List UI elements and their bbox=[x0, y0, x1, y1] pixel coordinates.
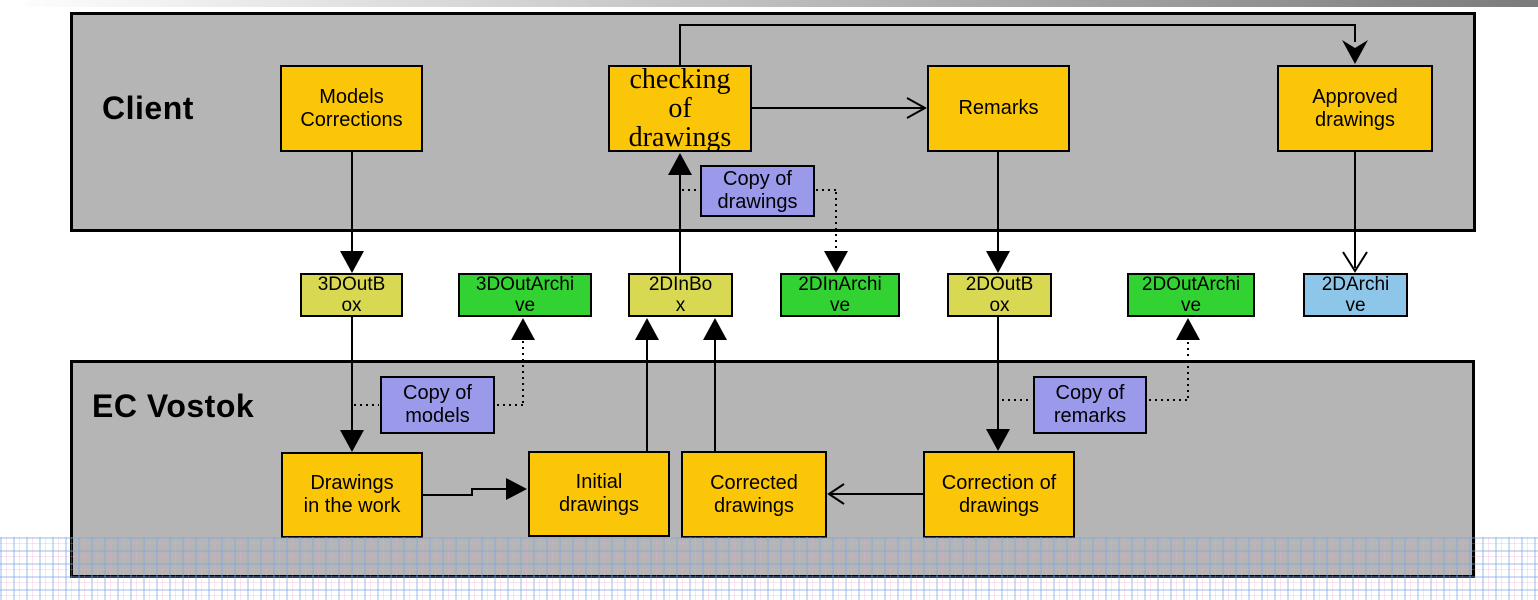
node-2dinarchive: 2DInArchi ve bbox=[780, 273, 900, 317]
node-copy-of-remarks: Copy of remarks bbox=[1033, 376, 1147, 434]
node-copy-of-models: Copy of models bbox=[380, 376, 495, 434]
lane-client-label: Client bbox=[102, 90, 194, 126]
node-models-corrections: Models Corrections bbox=[280, 65, 423, 152]
node-correction-of-drawings: Correction of drawings bbox=[923, 451, 1075, 538]
node-drawings-in-the-work: Drawings in the work bbox=[281, 452, 423, 538]
node-3doutarchive: 3DOutArchi ve bbox=[458, 273, 592, 317]
lane-ec-vostok-label: EC Vostok bbox=[92, 388, 255, 424]
node-initial-drawings: Initial drawings bbox=[528, 451, 670, 537]
node-2doutarchive: 2DOutArchi ve bbox=[1127, 273, 1255, 317]
node-approved-drawings: Approved drawings bbox=[1277, 65, 1433, 152]
node-copy-of-drawings: Copy of drawings bbox=[700, 165, 815, 217]
node-2darchive: 2DArchi ve bbox=[1303, 273, 1408, 317]
node-2dinbox: 2DInBo x bbox=[628, 273, 733, 317]
node-2doutbox: 2DOutB ox bbox=[947, 273, 1052, 317]
top-gradient-bar bbox=[25, 0, 1538, 7]
node-corrected-drawings: Corrected drawings bbox=[681, 451, 827, 538]
node-3doutbox: 3DOutB ox bbox=[300, 273, 403, 317]
node-remarks: Remarks bbox=[927, 65, 1070, 152]
node-checking-of-drawings: checking of drawings bbox=[608, 65, 752, 152]
